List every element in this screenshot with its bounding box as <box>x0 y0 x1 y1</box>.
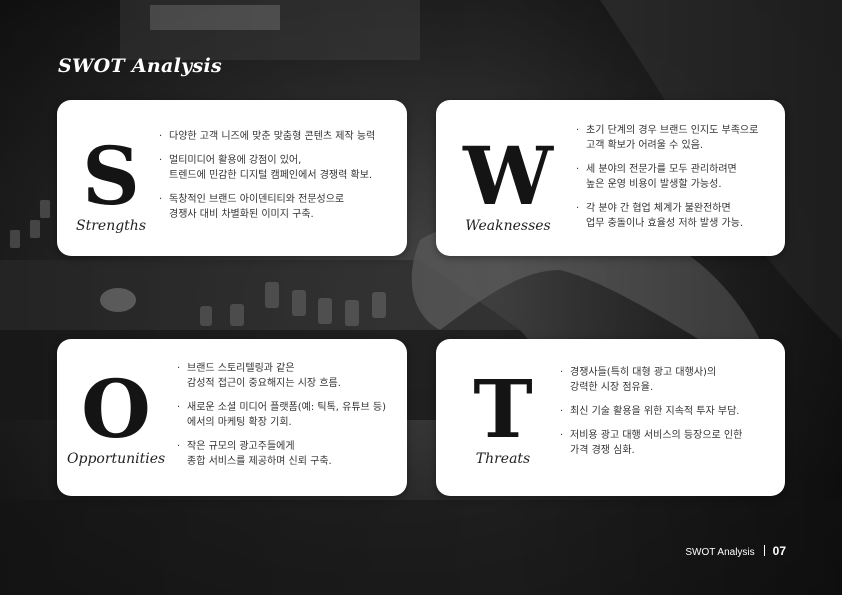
list-item: 작은 규모의 광고주들에게 종합 서비스를 제공하며 신뢰 구축. <box>177 439 402 469</box>
list-item: 각 분야 간 협업 체계가 불완전하면 업무 충돌이나 효율성 저하 발생 가능… <box>576 201 780 231</box>
footer: SWOT Analysis 07 <box>685 544 786 558</box>
page-number: 07 <box>772 544 786 558</box>
list-item: 최신 기술 활용을 위한 지속적 투자 부담. <box>560 404 780 419</box>
weaknesses-word: Weaknesses <box>465 218 551 234</box>
threats-card: T Threats 경쟁사들(특히 대형 광고 대행사)의 강력한 시장 점유율… <box>436 339 785 496</box>
weaknesses-heading: W Weaknesses <box>456 136 560 234</box>
opportunities-letter: O <box>81 362 151 456</box>
opportunities-word: Opportunities <box>67 451 166 467</box>
threats-letter: T <box>473 362 533 456</box>
weaknesses-letter: W <box>463 129 553 223</box>
list-item: 멀티미디어 활용에 강점이 있어, 트렌드에 민감한 디지털 캠페인에서 경쟁력… <box>159 153 399 183</box>
threats-list: 경쟁사들(특히 대형 광고 대행사)의 강력한 시장 점유율. 최신 기술 활용… <box>560 365 780 467</box>
list-item: 다양한 고객 니즈에 맞춘 맞춤형 콘텐츠 제작 능력 <box>159 129 399 144</box>
threats-heading: T Threats <box>466 369 540 467</box>
list-item: 경쟁사들(특히 대형 광고 대행사)의 강력한 시장 점유율. <box>560 365 780 395</box>
weaknesses-card: W Weaknesses 초기 단계의 경우 브랜드 인지도 부족으로 고객 확… <box>436 100 785 256</box>
opportunities-heading: O Opportunities <box>67 369 165 467</box>
strengths-letter: S <box>82 129 140 223</box>
opportunities-card: O Opportunities 브랜드 스토리텔링과 같은 감성적 접근이 중요… <box>57 339 407 496</box>
list-item: 저비용 광고 대행 서비스의 등장으로 인한 가격 경쟁 심화. <box>560 428 780 458</box>
strengths-card: S Strengths 다양한 고객 니즈에 맞춘 맞춤형 콘텐츠 제작 능력 … <box>57 100 407 256</box>
list-item: 새로운 소셜 미디어 플랫폼(예: 틱톡, 유튜브 등) 에서의 마케팅 확장 … <box>177 400 402 430</box>
opportunities-list: 브랜드 스토리텔링과 같은 감성적 접근이 중요해지는 시장 흐름. 새로운 소… <box>177 361 402 478</box>
footer-divider <box>763 545 765 556</box>
weaknesses-list: 초기 단계의 경우 브랜드 인지도 부족으로 고객 확보가 어려울 수 있음. … <box>576 123 780 240</box>
strengths-list: 다양한 고객 니즈에 맞춘 맞춤형 콘텐츠 제작 능력 멀티미디어 활용에 강점… <box>159 129 399 231</box>
page-title: SWOT Analysis <box>58 55 222 77</box>
strengths-word: Strengths <box>76 218 146 234</box>
list-item: 세 분야의 전문가를 모두 관리하려면 높은 운영 비용이 발생할 가능성. <box>576 162 780 192</box>
strengths-heading: S Strengths <box>75 136 147 234</box>
list-item: 초기 단계의 경우 브랜드 인지도 부족으로 고객 확보가 어려울 수 있음. <box>576 123 780 153</box>
list-item: 브랜드 스토리텔링과 같은 감성적 접근이 중요해지는 시장 흐름. <box>177 361 402 391</box>
list-item: 독창적인 브랜드 아이덴티티와 전문성으로 경쟁사 대비 차별화된 이미지 구축… <box>159 192 399 222</box>
threats-word: Threats <box>475 451 531 467</box>
footer-label: SWOT Analysis <box>685 547 755 558</box>
